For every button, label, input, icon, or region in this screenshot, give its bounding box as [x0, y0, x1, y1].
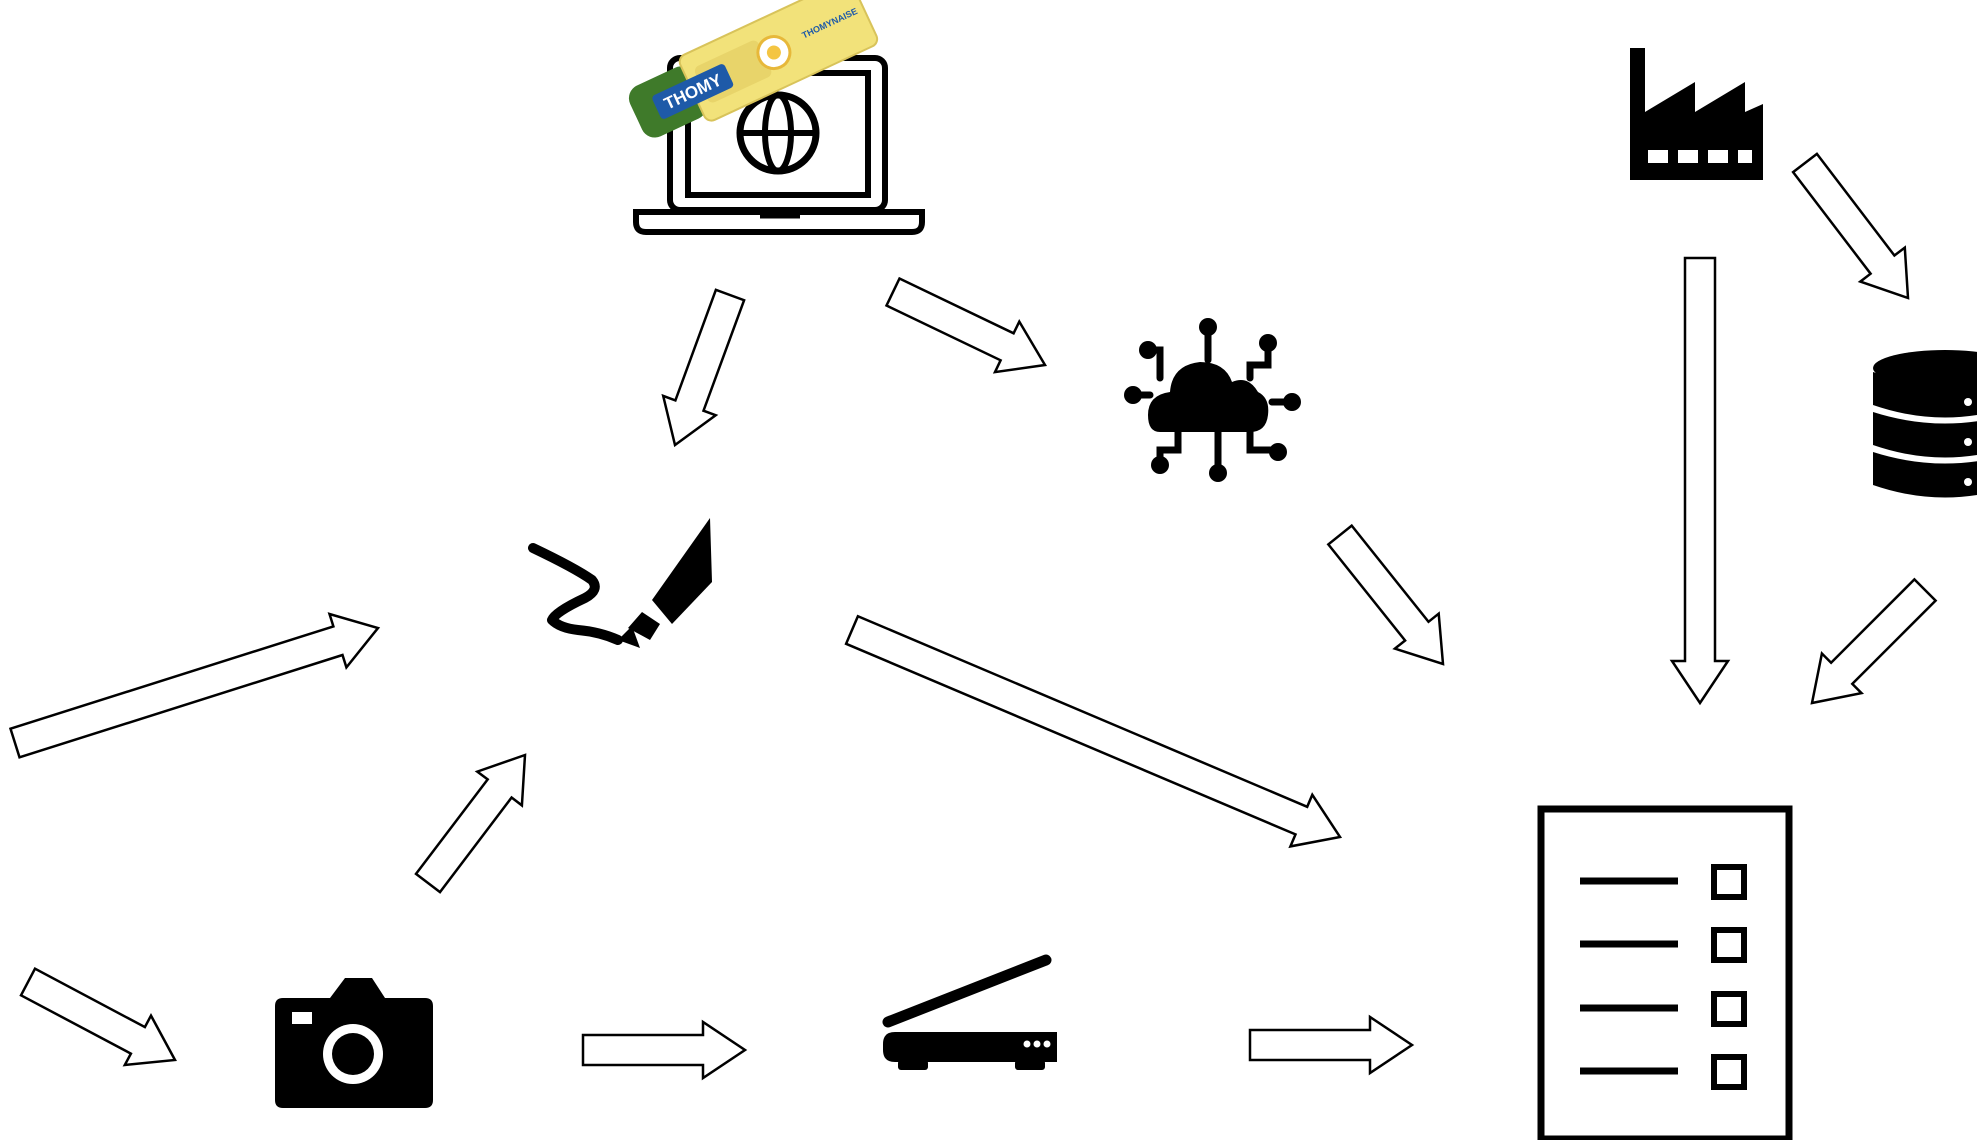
cloud-network-icon: [1124, 318, 1301, 482]
arrow-camera-to-scanner: [581, 1019, 748, 1081]
mayonnaise-tube-icon: THOMY THOMYNAISE: [628, 0, 879, 138]
arrow-scanner-to-checklist: [1248, 1014, 1415, 1076]
arrow-web-laptop-to-signature: [661, 288, 746, 448]
arrow-factory-to-database: [1791, 152, 1910, 300]
arrow-external-left-to-camera: [19, 967, 177, 1067]
arrow-camera-to-signature: [414, 753, 527, 894]
checklist-document-icon: [1537, 805, 1793, 1140]
arrow-cloud-network-to-checklist: [1326, 523, 1445, 666]
arrow-signature-to-checklist: [844, 614, 1343, 849]
arrow-web-laptop-to-cloud-network: [884, 276, 1048, 374]
camera-icon: [275, 978, 433, 1108]
signature-pen-icon: [528, 518, 712, 648]
arrows-layer: [8, 152, 1938, 1081]
factory-icon: [1630, 48, 1763, 180]
arrow-external-left-to-signature: [8, 612, 381, 759]
arrow-database-to-checklist: [1810, 577, 1938, 705]
globe-icon: [736, 91, 820, 175]
scanner-icon: [882, 954, 1057, 1070]
arrow-factory-to-checklist: [1669, 256, 1731, 706]
database-icon: [1873, 350, 1977, 498]
